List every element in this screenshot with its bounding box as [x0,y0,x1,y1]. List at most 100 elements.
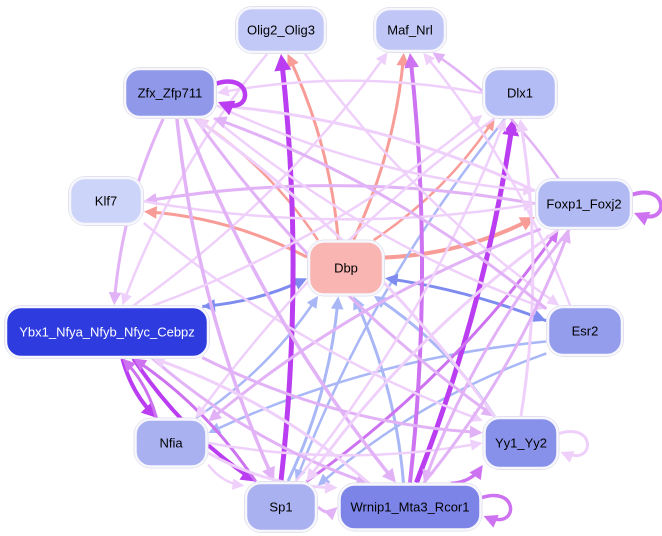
node-outline [373,7,447,53]
node-klf7[interactable]: Klf7 [68,176,144,226]
node-label-foxp1: Foxp1_Foxj2 [546,197,621,212]
node-zfx[interactable]: Zfx_Zfp711 [123,67,217,119]
node-box-nfia[interactable] [134,418,208,468]
node-label-maf: Maf_Nrl [387,23,433,38]
edge-wrnip1-maf [408,56,425,483]
edge-olig2-esr2 [303,52,559,306]
arrowhead-wrnip1-foxp1 [558,229,571,244]
node-label-dlx1: Dlx1 [507,86,533,101]
node-dbp[interactable]: Dbp [307,239,385,297]
node-outline [546,305,624,357]
arrowhead-esr2-dbp [384,273,399,287]
node-yy1[interactable]: Yy1_Yy2 [482,416,560,470]
node-box-zfx[interactable] [123,67,217,119]
self-loop-arrowhead-zfx [218,100,236,116]
edge-nfia-wrnip1 [207,451,335,490]
arrowhead-olig2-esr2 [546,294,560,306]
self-loop-arrowhead-wrnip1 [483,515,499,528]
arrowhead-olig2-ybx1 [121,292,132,306]
arrowhead-foxp1-sp1 [306,467,319,482]
edge-sp1-olig2 [278,58,296,482]
edge-esr2-zfx [215,117,548,310]
node-ybx1[interactable]: Ybx1_Nfya_Nfyb_Nfyc_Cebpz [4,305,210,359]
node-outline [123,67,217,119]
edge-esr2-maf [423,53,572,306]
edge-ybx1-wrnip1 [151,356,367,484]
node-box-foxp1[interactable] [535,178,633,230]
edge-klf7-foxp1 [143,200,533,221]
node-olig2[interactable]: Olig2_Olig3 [235,6,327,54]
self-loop-arrowhead-foxp1 [634,211,651,226]
node-outline [535,178,633,230]
edge-klf7-yy1 [142,222,481,422]
arrowhead-sp1-dlx1 [495,118,507,132]
edge-foxp1-nfia [209,227,542,421]
edge-wrnip1-ybx1 [154,357,371,485]
node-box-dbp[interactable] [307,240,385,296]
self-loop-arrowhead-yy1 [560,451,575,463]
node-box-sp1[interactable] [244,481,318,533]
arrowhead-yy1-zfx [195,118,210,131]
loop-layer [212,79,662,528]
node-dlx1[interactable]: Dlx1 [482,67,558,119]
node-esr2[interactable]: Esr2 [546,305,624,357]
node-box-klf7[interactable] [68,176,144,226]
node-label-klf7: Klf7 [95,194,117,209]
edge-zfx-esr2 [212,117,545,310]
arrowhead-wrnip1-dlx1 [502,118,520,137]
arrowhead-sp1-dbp [330,296,344,310]
node-wrnip1[interactable]: Wrnip1_Mta3_Rcor1 [337,482,483,532]
node-box-wrnip1[interactable] [338,483,482,531]
self-loop-yy1 [556,430,590,457]
node-outline [482,416,560,470]
node-label-zfx: Zfx_Zfp711 [138,86,203,101]
arrowhead-ybx1-yy1 [469,425,483,439]
node-label-nfia: Nfia [159,436,183,451]
node-box-olig2[interactable] [235,6,327,54]
node-foxp1[interactable]: Foxp1_Foxj2 [535,178,633,230]
arrowhead-sp1-wrnip1 [323,507,338,521]
arrowhead-nfia-wrnip1 [324,481,338,494]
edge-foxp1-klf7 [146,184,536,206]
arrowhead-zfx-ybx1 [108,291,122,306]
edge-zfx-foxp1 [216,104,533,192]
edge-dbp-klf7 [146,210,308,259]
node-sp1[interactable]: Sp1 [244,481,318,533]
node-outline [133,417,209,469]
arrowhead-dlx1-nfia [195,405,208,419]
edge-zfx-wrnip1 [183,118,396,482]
node-outline [482,67,558,119]
self-loop-foxp1 [629,190,662,219]
edge-dbp-dlx1 [373,119,495,242]
arrowhead-foxp1-maf [432,52,446,64]
node-box-esr2[interactable] [546,305,624,357]
node-box-dlx1[interactable] [482,67,558,119]
arrowhead-dbp-esr2 [531,310,547,322]
node-outline [244,481,318,533]
node-label-esr2: Esr2 [572,324,599,339]
edge-foxp1-sp1 [306,228,560,481]
edge-wrnip1-dlx1 [414,123,515,484]
node-box-yy1[interactable] [483,416,559,470]
node-box-maf[interactable] [373,7,447,53]
node-box-ybx1[interactable] [4,305,210,359]
node-outline [4,305,210,359]
node-nfia[interactable]: Nfia [133,417,209,469]
edge-ybx1-maf [132,53,388,307]
arrowhead-sp1-ybx1 [133,358,148,371]
arrowhead-dbp-olig2 [287,53,299,69]
node-label-sp1: Sp1 [269,500,292,515]
node-label-olig2: Olig2_Olig3 [247,23,315,38]
node-outline [68,176,144,226]
node-maf[interactable]: Maf_Nrl [373,7,447,53]
edge-wrnip1-foxp1 [422,232,570,484]
edge-ybx1-yy1 [201,356,480,435]
edge-esr2-dbp [387,277,547,323]
arrowhead-foxp1-nfia [208,408,223,422]
edge-foxp1-zfx [219,104,536,193]
edge-yy1-dlx1 [519,121,535,417]
arrowhead-sp1-olig2 [274,54,292,72]
arrowhead-ybx1-dlx1 [469,114,483,127]
node-label-yy1: Yy1_Yy2 [495,436,547,451]
